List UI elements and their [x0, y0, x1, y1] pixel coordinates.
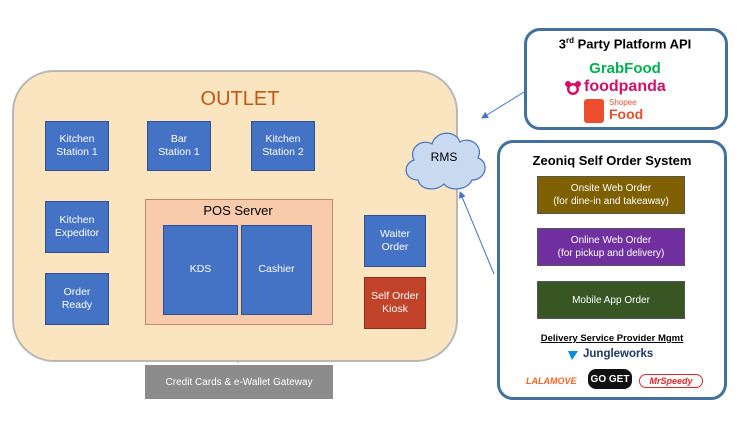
mrspeedy-logo: MrSpeedy	[639, 374, 703, 388]
foodpanda-logo: foodpanda	[584, 78, 666, 95]
rms-label: RMS	[430, 150, 458, 164]
mobile-app-order-box: Mobile App Order	[537, 281, 685, 319]
order-ready-box: Order Ready	[45, 273, 109, 325]
third-party-api-panel	[524, 28, 728, 130]
waiter-order-box: Waiter Order	[364, 215, 426, 267]
arrow-zeo-to-rms	[459, 191, 495, 275]
outlet-title: OUTLET	[200, 88, 280, 110]
jungleworks-logo: Jungleworks	[583, 348, 654, 360]
payment-gateway-box: Credit Cards & e-Wallet Gateway	[145, 365, 333, 399]
self-order-kiosk-box: Self Order Kiosk	[364, 277, 426, 329]
shopee-label: Shopee	[609, 98, 637, 107]
delivery-provider-title: Delivery Service Provider Mgmt	[540, 333, 684, 344]
goget-logo: GO GET	[588, 369, 632, 389]
rms-cloud-icon	[405, 132, 486, 190]
shopee-food-label: Food	[609, 106, 644, 122]
third-party-api-title: 3rd Party Platform API	[558, 36, 692, 52]
kitchen-expeditor-box: Kitchen Expeditor	[45, 201, 109, 253]
cashier-box: Cashier	[241, 225, 312, 315]
lalamove-logo: LALAMOVE	[526, 376, 577, 386]
grabfood-logo: GrabFood	[589, 60, 661, 77]
bar-station-1-box: Bar Station 1	[147, 121, 211, 171]
kds-box: KDS	[163, 225, 238, 315]
onsite-web-order-box: Onsite Web Order (for dine-in and takeaw…	[537, 176, 685, 214]
jungleworks-icon	[566, 348, 580, 362]
zeoniq-title: Zeoniq Self Order System	[532, 153, 692, 168]
shopee-bag-icon	[584, 99, 604, 123]
foodpanda-icon	[564, 80, 582, 96]
online-web-order-box: Online Web Order (for pickup and deliver…	[537, 228, 685, 266]
arrow-api-to-rms	[481, 91, 525, 119]
kitchen-station-1-box: Kitchen Station 1	[45, 121, 109, 171]
pos-server-title: POS Server	[203, 203, 273, 218]
kitchen-station-2-box: Kitchen Station 2	[251, 121, 315, 171]
